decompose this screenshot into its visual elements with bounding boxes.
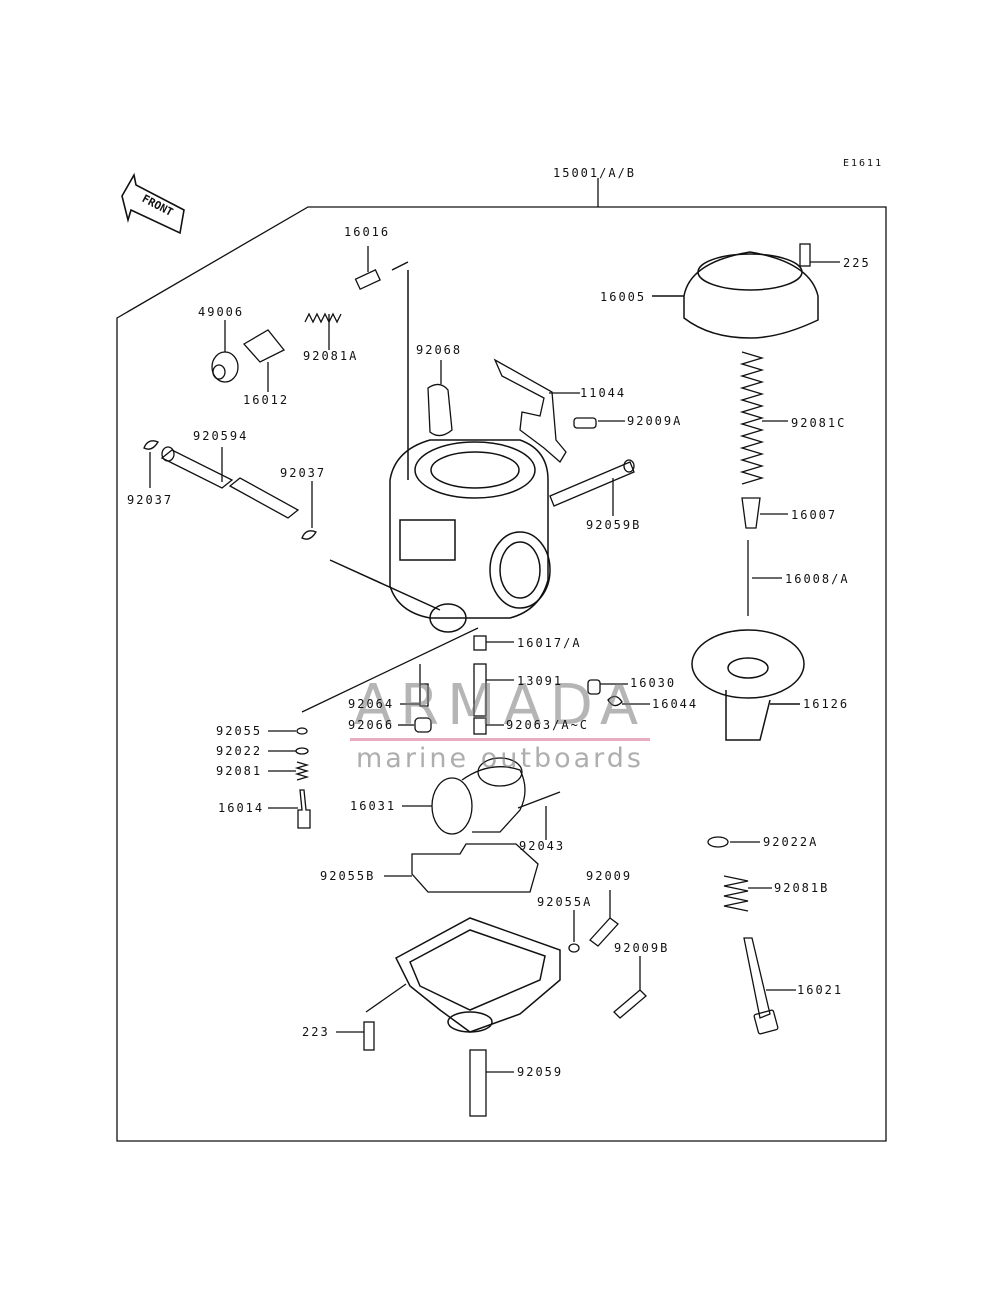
watermark-tagline: marine outboards	[355, 743, 644, 774]
clip-16044	[607, 695, 623, 707]
washer-92022a	[707, 836, 729, 848]
part-label-11044: 11044	[580, 386, 627, 400]
part-label-92009b: 92009B	[614, 941, 670, 955]
part-label-16126: 16126	[803, 697, 850, 711]
screw-92009a	[573, 417, 597, 429]
jet-92063	[473, 717, 487, 735]
part-label-92037-right: 92037	[280, 466, 327, 480]
part-label-920594: 920594	[193, 429, 249, 443]
part-label-16005: 16005	[600, 290, 647, 304]
clip-92037-left	[143, 440, 159, 450]
part-label-92066: 92066	[348, 718, 395, 732]
screw-225	[799, 243, 811, 267]
part-label-92064: 92064	[348, 697, 395, 711]
plug-92066	[414, 717, 432, 733]
clip-92037-right	[301, 530, 317, 540]
tube-92059	[469, 1049, 487, 1117]
part-label-92037-left: 92037	[127, 493, 174, 507]
part-label-92055b: 92055B	[320, 869, 376, 883]
part-label-49006: 49006	[198, 305, 245, 319]
watermark-underline	[350, 738, 650, 741]
part-label-92055a: 92055A	[537, 895, 593, 909]
cap-92068	[427, 383, 453, 437]
cap-49006	[211, 320, 239, 383]
part-label-92063: 92063/A~C	[506, 718, 590, 732]
part-label-13091: 13091	[517, 674, 564, 688]
assembly-label: 15001/A/B	[553, 166, 637, 180]
part-label-92009: 92009	[586, 869, 633, 883]
part-label-16017a: 16017/A	[517, 636, 582, 650]
part-label-16021: 16021	[797, 983, 844, 997]
part-label-16012: 16012	[243, 393, 290, 407]
ring-92055a	[568, 943, 580, 953]
assembly-border	[116, 206, 887, 1142]
diagram-code: E1611	[843, 158, 884, 169]
jet-16017a	[473, 635, 487, 651]
tube-92059b	[549, 459, 635, 516]
carburetor-body	[329, 261, 551, 633]
part-label-16016: 16016	[344, 225, 391, 239]
watermark-brand: ARMADA	[353, 673, 647, 738]
part-label-16044: 16044	[652, 697, 699, 711]
screw-92009b	[613, 989, 647, 1019]
part-label-223: 223	[302, 1025, 330, 1039]
front-arrow-icon: FRONT	[121, 172, 185, 235]
screw-223	[363, 1021, 375, 1051]
spring-92081a	[304, 312, 342, 324]
holder-16007	[741, 497, 761, 529]
part-label-92059b: 92059B	[586, 518, 642, 532]
top-cap-16005	[652, 251, 819, 339]
part-label-16031: 16031	[350, 799, 397, 813]
screw-16012	[242, 329, 286, 392]
pilot-screw-16016	[354, 246, 381, 291]
screw-92009	[589, 917, 619, 947]
bolt-92064	[419, 683, 429, 707]
tube-13091	[473, 663, 487, 717]
part-label-92068: 92068	[416, 343, 463, 357]
part-label-92055: 92055	[216, 724, 263, 738]
bracket-11044	[493, 358, 567, 464]
pin-92043	[517, 791, 561, 809]
spring-92081b	[723, 875, 749, 912]
part-label-92081a: 92081A	[303, 349, 359, 363]
part-label-92009a: 92009A	[627, 414, 683, 428]
tube-920594	[160, 446, 300, 519]
spring-92081	[294, 761, 310, 781]
part-label-16030: 16030	[630, 676, 677, 690]
part-label-16007: 16007	[791, 508, 838, 522]
part-label-92081b: 92081B	[774, 881, 830, 895]
washer-92022	[295, 747, 309, 755]
ring-92055	[296, 727, 308, 735]
diaphragm-16126	[691, 629, 805, 741]
part-label-92043: 92043	[519, 839, 566, 853]
part-label-16014: 16014	[218, 801, 265, 815]
clip-16030	[587, 679, 601, 695]
part-label-92081c: 92081C	[791, 416, 847, 430]
float-bowl	[395, 917, 561, 1033]
spring-92081c	[739, 351, 765, 485]
part-label-92022a: 92022A	[763, 835, 819, 849]
part-label-92059: 92059	[517, 1065, 564, 1079]
part-label-92022: 92022	[216, 744, 263, 758]
screw-16021	[743, 937, 771, 1019]
part-label-225: 225	[843, 256, 871, 270]
part-label-16008a: 16008/A	[785, 572, 850, 586]
part-label-92081: 92081	[216, 764, 263, 778]
screw-16014	[297, 789, 311, 829]
gasket-92055b	[411, 843, 539, 893]
